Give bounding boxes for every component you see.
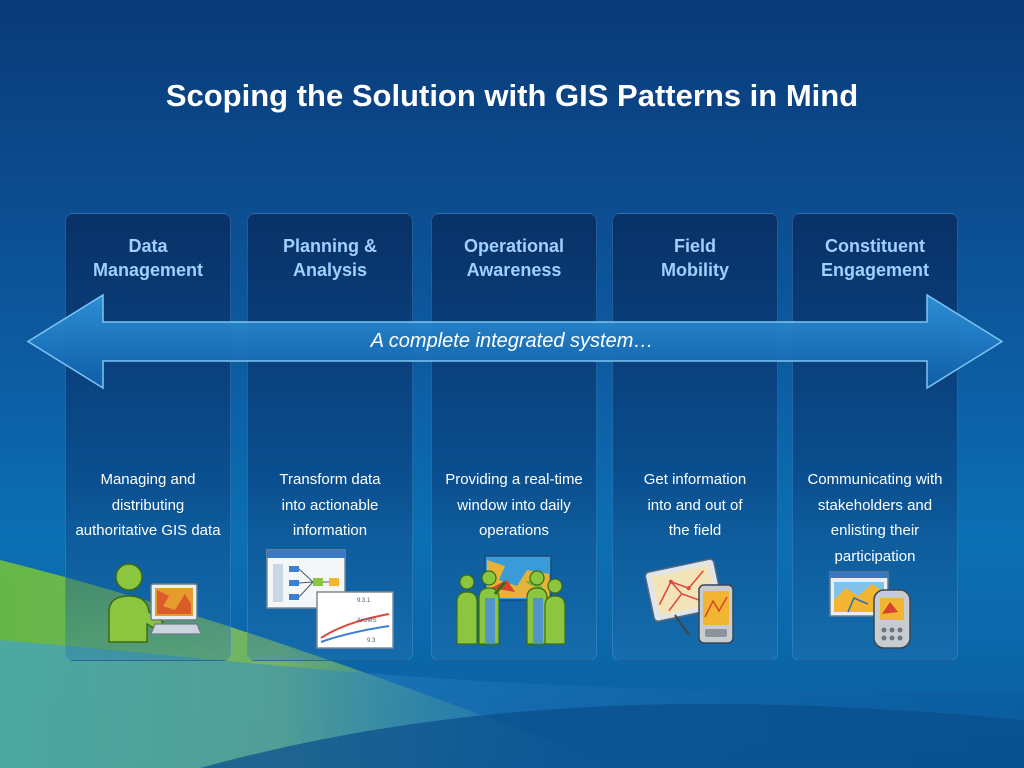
column-heading: Constituent Engagement <box>793 234 957 282</box>
chart-label: 9.3 <box>367 638 376 644</box>
column-description-line: Managing and <box>100 471 196 488</box>
column-description-line: distributing <box>111 496 185 514</box>
column-description-line: Communicating with <box>807 471 943 488</box>
double-headed-arrow <box>26 293 1004 390</box>
column-heading: Data Management <box>66 234 230 282</box>
column-description-line: into and out of <box>647 496 743 514</box>
column-description-line: Providing a real-time <box>445 471 583 488</box>
column-description-line: stakeholders and <box>817 496 933 514</box>
column-heading-line: Management <box>92 260 204 280</box>
column-heading: Field Mobility <box>613 234 777 282</box>
column-description-line: window into daily <box>457 496 571 514</box>
column-description: Transform data into actionable informati… <box>248 467 412 544</box>
column-description: Providing a real-time window into daily … <box>432 467 596 544</box>
column-description-line: Transform data <box>279 471 381 488</box>
column-heading-line: Mobility <box>661 260 729 280</box>
column-description-line: participation <box>834 547 916 565</box>
column-heading: Operational Awareness <box>432 234 596 282</box>
column-data-management: Data Management Managing and distributin… <box>65 213 231 661</box>
column-description-line: the field <box>668 522 722 539</box>
column-description: Get information into and out of the fiel… <box>613 467 777 544</box>
column-heading-line: Data <box>128 236 168 256</box>
column-heading-line: Operational <box>463 236 565 256</box>
column-description-line: enlisting their <box>830 522 920 539</box>
arrow-label: A complete integrated system… <box>370 330 654 352</box>
column-description-line: Get information <box>643 471 747 488</box>
column-heading: Planning & Analysis <box>248 234 412 282</box>
column-description-line: operations <box>478 522 550 539</box>
map-window-and-phone-icon <box>829 571 911 649</box>
column-description-line: authoritative GIS data <box>75 522 221 539</box>
chart-label: 9.3.1 <box>357 598 371 604</box>
column-description-line: into actionable <box>281 496 379 514</box>
workflow-and-chart-icon: 9.3.1 ArcIMS 9.3 <box>266 549 394 649</box>
person-at-computer-icon <box>108 563 201 643</box>
slide-title: Scoping the Solution with GIS Patterns i… <box>165 78 859 113</box>
tablet-and-phone-icon <box>645 558 734 644</box>
column-heading-line: Field <box>673 236 716 256</box>
column-heading-line: Awareness <box>466 260 562 280</box>
column-heading-line: Constituent <box>825 236 925 256</box>
column-heading-line: Planning & <box>283 236 377 256</box>
team-at-map-board-icon <box>456 555 566 645</box>
column-description-line: information <box>292 522 368 539</box>
chart-label: ArcIMS <box>357 618 377 624</box>
column-heading-line: Analysis <box>292 260 368 280</box>
column-heading-line: Engagement <box>820 260 930 280</box>
column-description: Managing and distributing authoritative … <box>66 467 230 544</box>
column-description: Communicating with stakeholders and enli… <box>793 467 957 569</box>
